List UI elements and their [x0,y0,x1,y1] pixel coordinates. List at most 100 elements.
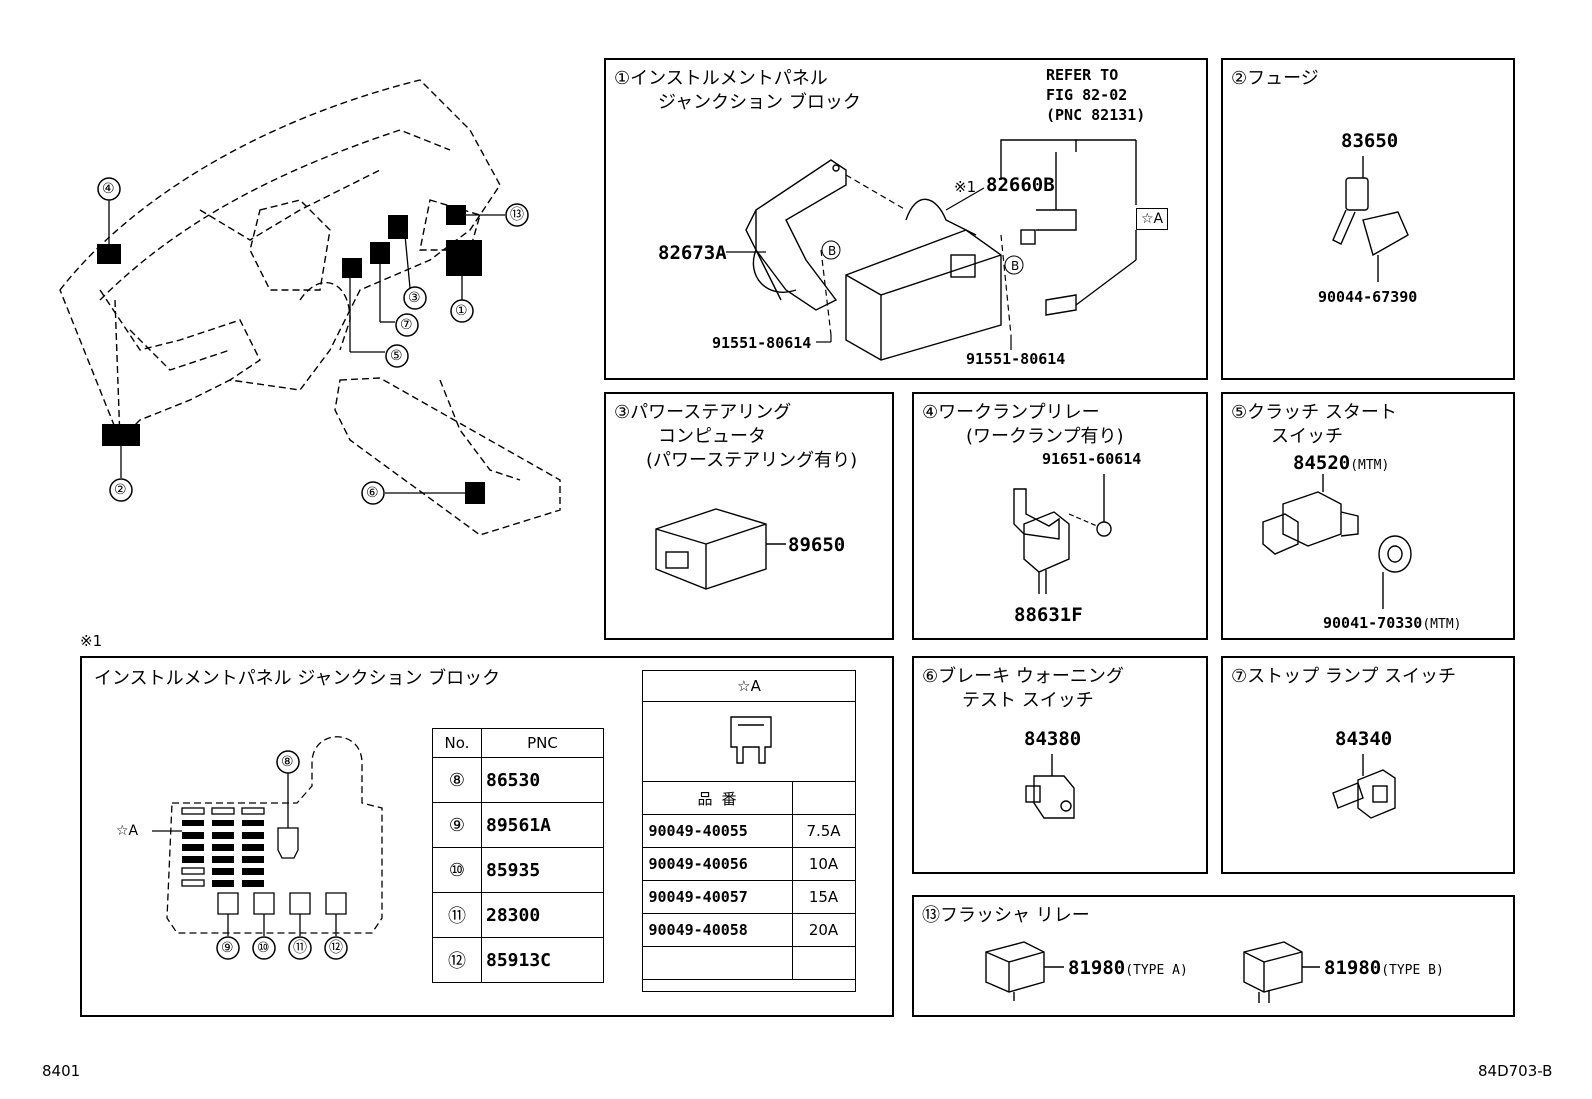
panel-6-brake-warning-test-switch: ⑥ブレーキ ウォーニング テスト スイッチ 84380 [912,656,1208,874]
refer-line3: (PNC 82131) [1046,106,1146,124]
overview-callout-13: ⑬ [510,207,524,223]
fuse-amp: 10A [791,847,856,881]
pnc-head-no: No. [432,728,482,758]
pnc-row-value: 86530 [481,757,604,803]
pn-88631F: 88631F [1014,604,1083,626]
panel-3-title-line3: (パワーステアリング有り) [646,450,858,471]
fuse-table-frame: ☆A 品 番 90049-40055 7.5A 90049-40056 10A … [641,670,856,992]
panel-6-title-line2: テスト スイッチ [962,690,1094,711]
jb-callout-12: ⑫ [329,940,343,956]
fuse-part-number: 90049-40057 [641,880,793,914]
fuse-table-title: ☆A [643,671,855,702]
brake-switch-illustration [1025,754,1075,819]
pn-90041-70330: 90041-70330(MTM) [1323,614,1462,632]
stop-lamp-switch-illustration [1332,754,1396,819]
fuse-part-table: 品 番 90049-40055 7.5A 90049-40056 10A 900… [641,781,856,980]
pnc-table-header: No. PNC [432,728,604,758]
table-row: 90049-40055 7.5A [641,814,856,848]
pn-91551-80614-b: 91551-80614 [966,350,1066,368]
panel-1-title-line2: ジャンクション ブロック [658,92,861,113]
pn-81980-type-b: 81980(TYPE B) [1324,957,1444,979]
pn-84520: 84520(MTM) [1293,452,1390,474]
note-mark-1: ※1 [954,178,977,196]
pnc-row-value: 85935 [481,847,604,893]
jb-note-mark: ※1 [80,632,103,650]
table-row: ⑫ 85913C [432,937,604,983]
b-callout-1: B [828,244,837,258]
pn-81980-type-a: 81980(TYPE A) [1068,957,1188,979]
panel-5-clutch-start-switch: ⑤クラッチ スタート スイッチ 84520(MTM) 90041-70330(M… [1221,392,1515,640]
fuse-illustration [1332,156,1409,282]
table-row: 90049-40056 10A [641,847,856,881]
jb-layout-illustration [152,736,383,960]
table-row: ⑪ 28300 [432,892,604,938]
flasher-relay-illustration [985,941,1320,1003]
power-steering-computer-illustration [655,508,786,590]
panel-7-stop-lamp-switch: ⑦ストップ ランプ スイッチ 84340 [1221,656,1515,874]
fuse-part-number-empty [641,946,793,980]
jb-callout-9: ⑨ [221,940,234,956]
overview-callout-5: ⑤ [390,348,403,364]
overview-callout-6: ⑥ [366,485,379,501]
pn-84380: 84380 [1024,728,1082,750]
panel-4-work-lamp-relay: ④ワークランプリレー (ワークランプ有り) 91651-60614 88631F [912,392,1208,640]
panel-3-title-line2: コンピュータ [658,426,766,447]
fuse-amp-empty [791,946,856,980]
table-row-empty [641,946,856,980]
pnc-head-pnc: PNC [481,728,604,758]
fuse-amp: 15A [791,880,856,914]
overview-callout-2: ② [114,482,127,498]
panel-13-flasher-relay: ⑬フラッシャ リレー 81980(TYPE A) 81980(TYPE B) [912,895,1515,1017]
fuse-head-blank [791,781,856,815]
pn-83650: 83650 [1341,130,1399,152]
panel-1-junction-block: ①インストルメントパネル ジャンクション ブロック REFER TO FIG 8… [604,58,1208,380]
panel-7-title: ⑦ストップ ランプ スイッチ [1231,666,1457,687]
fuse-part-number: 90049-40056 [641,847,793,881]
panel-2-fuse: ②フュージ 83650 90044-67390 [1221,58,1515,380]
fuse-table-header: 品 番 [641,781,856,815]
pnc-row-value: 89561A [481,802,604,848]
pn-90044-67390: 90044-67390 [1318,288,1418,306]
pn-82660B: 82660B [986,174,1055,196]
jb-callout-11: ⑪ [293,940,307,956]
pnc-table: No. PNC ⑧ 86530 ⑨ 89561A ⑩ 85935 ⑪ 28300… [432,728,604,983]
table-row: ⑨ 89561A [432,802,604,848]
pnc-row-no: ⑨ [432,802,482,848]
panel-2-title: ②フュージ [1231,68,1319,89]
pnc-row-value: 85913C [481,937,604,983]
clutch-switch-illustration [1262,474,1412,609]
panel-jb-detail: インストルメントパネル ジャンクション ブロック [80,656,894,1017]
star-a-label: ☆A [1136,208,1169,230]
panel-4-title: ④ワークランプリレー [922,402,1100,423]
panel-5-title-line2: スイッチ [1271,426,1343,447]
footer-right-code: 84D703-B [1478,1062,1553,1080]
overview-callout-4: ④ [102,181,115,197]
panel-3-power-steering-computer: ③パワーステアリング コンピュータ (パワーステアリング有り) 89650 [604,392,894,640]
pnc-row-value: 28300 [481,892,604,938]
fuse-head-part: 品 番 [641,781,793,815]
overview-callout-7: ⑦ [400,317,413,333]
overview-callout-3: ③ [408,290,421,306]
work-lamp-relay-illustration [1013,474,1112,594]
pn-91551-80614-a: 91551-80614 [712,334,812,352]
fuse-part-number: 90049-40055 [641,814,793,848]
table-row: 90049-40058 20A [641,913,856,947]
jb-detail-title: インストルメントパネル ジャンクション ブロック [94,668,501,689]
panel-13-title: ⑬フラッシャ リレー [922,905,1090,926]
pn-89650: 89650 [788,534,846,556]
marker-4 [97,244,121,264]
pn-84340: 84340 [1335,728,1393,750]
refer-line1: REFER TO [1046,66,1119,84]
fuse-part-number: 90049-40058 [641,913,793,947]
table-row: 90049-40057 15A [641,880,856,914]
footer-left-code: 8401 [42,1062,81,1080]
table-row: ⑩ 85935 [432,847,604,893]
jb-star-a-label: ☆A [116,823,139,839]
refer-line2: FIG 82-02 [1046,86,1128,104]
b-callout-2: B [1011,259,1020,273]
jb-callout-8: ⑧ [281,754,294,770]
panel-3-title: ③パワーステアリング [614,402,792,423]
panel-4-title-line2: (ワークランプ有り) [966,426,1124,447]
blade-fuse-icon [730,716,772,764]
